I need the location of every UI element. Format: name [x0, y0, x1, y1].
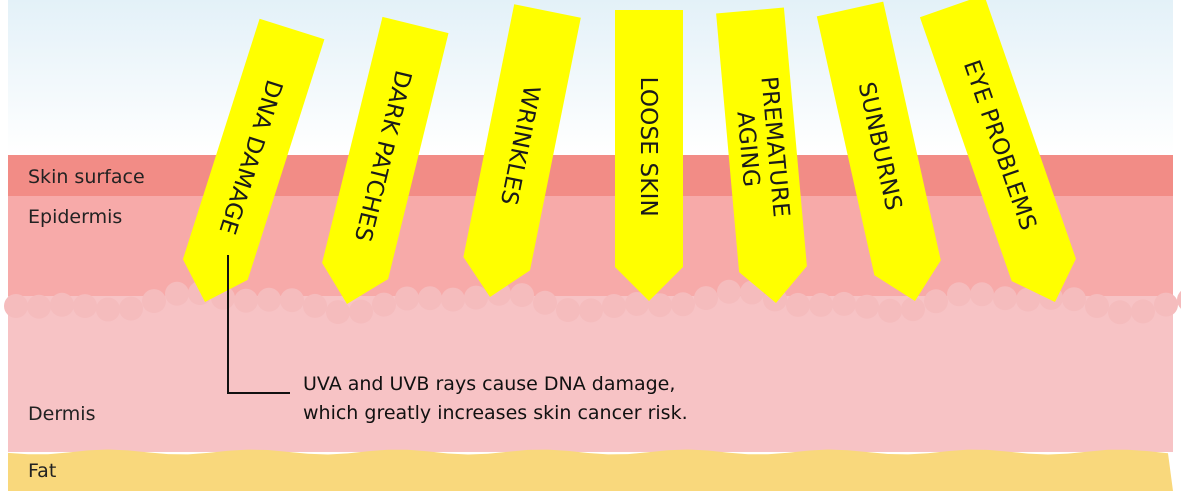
epidermis-label: Epidermis: [28, 206, 122, 228]
fat-layer: [8, 450, 1173, 491]
epidermis-bump: [671, 292, 695, 316]
epidermis-bump: [1062, 287, 1086, 311]
epidermis-bump: [993, 286, 1017, 310]
epidermis-bump: [441, 288, 465, 312]
epidermis-bump: [694, 286, 718, 310]
epidermis-bump: [533, 291, 557, 315]
epidermis-bump: [119, 297, 143, 321]
skin-surface-label: Skin surface: [28, 166, 145, 188]
epidermis-bump: [832, 292, 856, 316]
epidermis-bump: [372, 293, 396, 317]
epidermis-bump: [970, 282, 994, 306]
epidermis-bump: [464, 286, 488, 310]
dermis-label: Dermis: [28, 403, 95, 425]
epidermis-bump: [326, 300, 350, 324]
epidermis-bump: [4, 294, 28, 318]
epidermis-bump: [303, 294, 327, 318]
epidermis-bump: [1085, 294, 1109, 318]
epidermis-bump: [50, 293, 74, 317]
epidermis-bump: [96, 298, 120, 322]
epidermis-bump: [395, 287, 419, 311]
epidermis-bump: [418, 286, 442, 310]
uv-ray-label-line: LOOSE SKIN: [635, 77, 661, 217]
fat-label: Fat: [28, 460, 56, 482]
epidermis-bump: [349, 300, 373, 324]
epidermis-bump: [809, 293, 833, 317]
epidermis-bump: [234, 289, 258, 313]
uv-ray-label: LOOSE SKIN: [635, 77, 661, 217]
epidermis-bump: [1108, 300, 1132, 324]
epidermis-bump: [579, 298, 603, 322]
epidermis-bump: [901, 297, 925, 321]
epidermis-bump: [855, 295, 879, 319]
epidermis-bump: [510, 283, 534, 307]
epidermis-bump: [27, 295, 51, 319]
epidermis-bump: [947, 282, 971, 306]
annotation-line-1: UVA and UVB rays cause DNA damage,: [303, 373, 675, 395]
epidermis-bump: [556, 298, 580, 322]
epidermis-bump: [924, 289, 948, 313]
epidermis-bump: [73, 294, 97, 318]
epidermis-bump: [142, 289, 166, 313]
epidermis-bump: [1154, 293, 1178, 317]
epidermis-bump: [878, 299, 902, 323]
epidermis-bump: [1131, 299, 1155, 323]
epidermis-bump: [786, 293, 810, 317]
epidermis-bump: [165, 282, 189, 306]
annotation-line-2: which greatly increases skin cancer risk…: [303, 402, 688, 424]
epidermis-bump: [280, 288, 304, 312]
epidermis-bump: [602, 294, 626, 318]
epidermis-bump: [1177, 288, 1181, 312]
epidermis-bump: [257, 288, 281, 312]
epidermis-bump: [717, 280, 741, 304]
